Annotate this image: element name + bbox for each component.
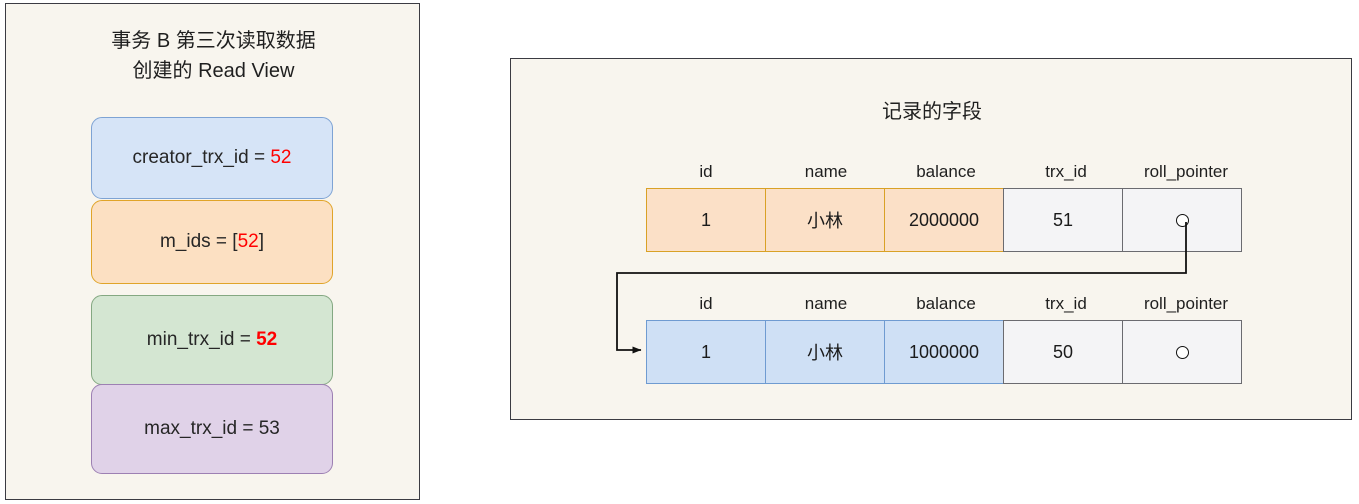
column-header-balance: balance: [916, 162, 976, 181]
column-header-roll-pointer: roll_pointer: [1143, 162, 1229, 181]
record-version-new: id name balance trx_id roll_pointer 1 小林…: [646, 160, 1246, 252]
cell-id: 1: [646, 320, 766, 384]
cell-name: 小林: [765, 188, 885, 252]
m-ids-value: 52: [237, 231, 259, 252]
record-header-row-new: id name balance trx_id roll_pointer: [646, 160, 1246, 188]
record-header-row-old: id name balance trx_id roll_pointer: [646, 292, 1246, 320]
table-row: 1 小林 2000000 51: [646, 188, 1246, 252]
column-header-name: name: [804, 162, 848, 181]
read-view-title: 事务 B 第三次读取数据 创建的 Read View: [111, 30, 316, 82]
min-trx-id-label: min_trx_id =: [146, 329, 257, 350]
cell-id: 1: [646, 188, 766, 252]
cell-roll-pointer: [1122, 188, 1242, 252]
roll-pointer-dot-icon: [1175, 213, 1189, 227]
creator-trx-id-label: creator_trx_id =: [132, 147, 271, 168]
m-ids-suffix: ]: [258, 231, 265, 252]
creator-trx-id-value: 52: [270, 147, 292, 168]
read-view-field-max-trx-id: max_trx_id = 53: [91, 384, 333, 474]
column-header-balance: balance: [916, 294, 976, 313]
cell-balance: 1000000: [884, 320, 1004, 384]
read-view-field-min-trx-id: min_trx_id = 52: [91, 295, 333, 385]
column-header-trx-id: trx_id: [1045, 162, 1087, 181]
table-row: 1 小林 1000000 50: [646, 320, 1246, 384]
read-view-field-creator-trx-id: creator_trx_id = 52: [91, 117, 333, 199]
read-view-field-m-ids: m_ids = [52]: [91, 200, 333, 284]
record-fields-title: 记录的字段: [882, 101, 982, 123]
cell-roll-pointer: [1122, 320, 1242, 384]
column-header-name: name: [804, 294, 848, 313]
column-header-id: id: [699, 294, 713, 313]
column-header-roll-pointer: roll_pointer: [1143, 294, 1229, 313]
cell-trx-id: 50: [1003, 320, 1123, 384]
cell-name: 小林: [765, 320, 885, 384]
max-trx-id-value: 53: [258, 418, 280, 439]
cell-balance: 2000000: [884, 188, 1004, 252]
cell-trx-id: 51: [1003, 188, 1123, 252]
record-version-old: id name balance trx_id roll_pointer 1 小林…: [646, 292, 1246, 384]
column-header-id: id: [699, 162, 713, 181]
max-trx-id-label: max_trx_id =: [144, 418, 259, 439]
m-ids-label: m_ids = [: [159, 231, 238, 252]
roll-pointer-dot-icon: [1175, 345, 1189, 359]
column-header-trx-id: trx_id: [1045, 294, 1087, 313]
min-trx-id-value: 52: [256, 329, 278, 350]
read-view-panel: 事务 B 第三次读取数据 创建的 Read View creator_trx_i…: [5, 3, 420, 500]
